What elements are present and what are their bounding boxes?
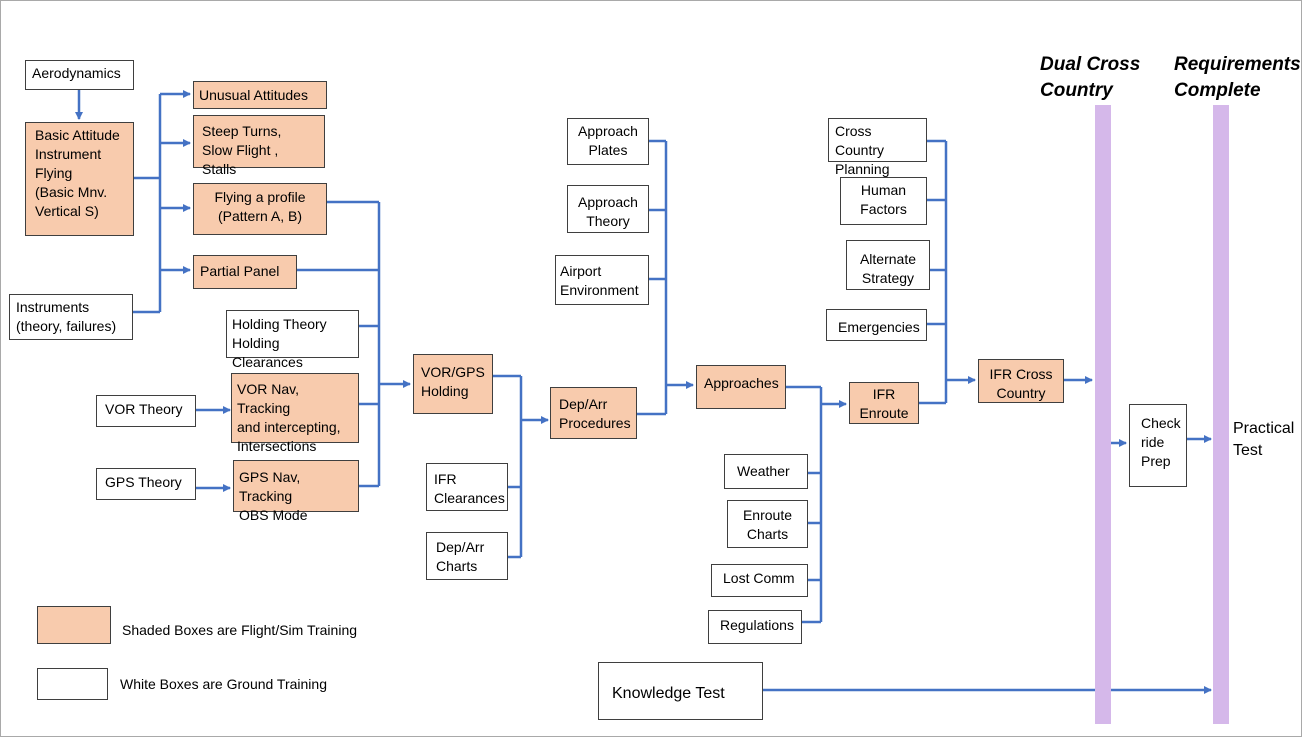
cross-country-planning-box: Cross Country Planning [828, 118, 927, 177]
gps-nav-box: GPS Nav, Tracking OBS Mode [233, 460, 359, 523]
gps-theory-box: GPS Theory [96, 468, 196, 500]
dep-arr-charts-box: Dep/Arr Charts [426, 532, 508, 580]
vor-gps-holding-box: VOR/GPS Holding [413, 354, 493, 414]
instruments-box: Instruments (theory, failures) [9, 294, 133, 340]
partial-panel-box: Partial Panel [193, 255, 297, 289]
legend-shaded-label: Shaded Boxes are Flight/Sim Training [122, 622, 358, 638]
aerodynamics-box: Aerodynamics [25, 60, 134, 90]
flying-profile-box: Flying a profile (Pattern A, B) [193, 183, 327, 235]
knowledge-test-box: Knowledge Test [598, 662, 763, 720]
emergencies-box: Emergencies [826, 309, 927, 341]
ifr-cross-country-box: IFR Cross Country [978, 359, 1064, 403]
airport-environment-box: Airport Environment [555, 255, 649, 305]
practical-test-label: Practical Test [1233, 420, 1295, 459]
checkride-prep-box: Check ride Prep [1129, 404, 1187, 487]
lost-comm-box: Lost Comm [711, 564, 808, 597]
approaches-box: Approaches [696, 365, 786, 409]
steep-turns-box: Steep Turns, Slow Flight , Stalls [193, 115, 325, 177]
holding-theory-box: Holding Theory Holding Clearances [226, 310, 359, 370]
approach-plates-box: Approach Plates [567, 118, 649, 165]
enroute-charts-box: Enroute Charts [727, 500, 808, 548]
unusual-attitudes-box: Unusual Attitudes [193, 81, 327, 109]
legend-shaded-swatch [37, 606, 111, 644]
legend-white-swatch [37, 668, 108, 700]
dep-arr-procedures-box: Dep/Arr Procedures [550, 387, 637, 439]
requirements-complete-bar [1213, 105, 1229, 724]
basic-attitude-box: Basic Attitude Instrument Flying (Basic … [25, 122, 134, 236]
alternate-strategy-box: Alternate Strategy [846, 240, 930, 290]
ifr-enroute-box: IFR Enroute [849, 382, 919, 424]
ifr-clearances-box: IFR Clearances [426, 463, 508, 511]
vor-nav-box: VOR Nav, Tracking and intercepting, Inte… [231, 373, 359, 454]
approach-theory-box: Approach Theory [567, 185, 649, 233]
dual-cross-country-bar [1095, 105, 1111, 724]
weather-box: Weather [724, 454, 808, 489]
dual-cross-country-header: Dual Cross Country [1040, 54, 1141, 101]
legend-white-label: White Boxes are Ground Training [120, 676, 327, 692]
human-factors-box: Human Factors [840, 177, 927, 225]
requirements-complete-header: Requirements Complete [1174, 54, 1301, 101]
vor-theory-box: VOR Theory [96, 395, 196, 427]
regulations-box: Regulations [708, 610, 802, 644]
